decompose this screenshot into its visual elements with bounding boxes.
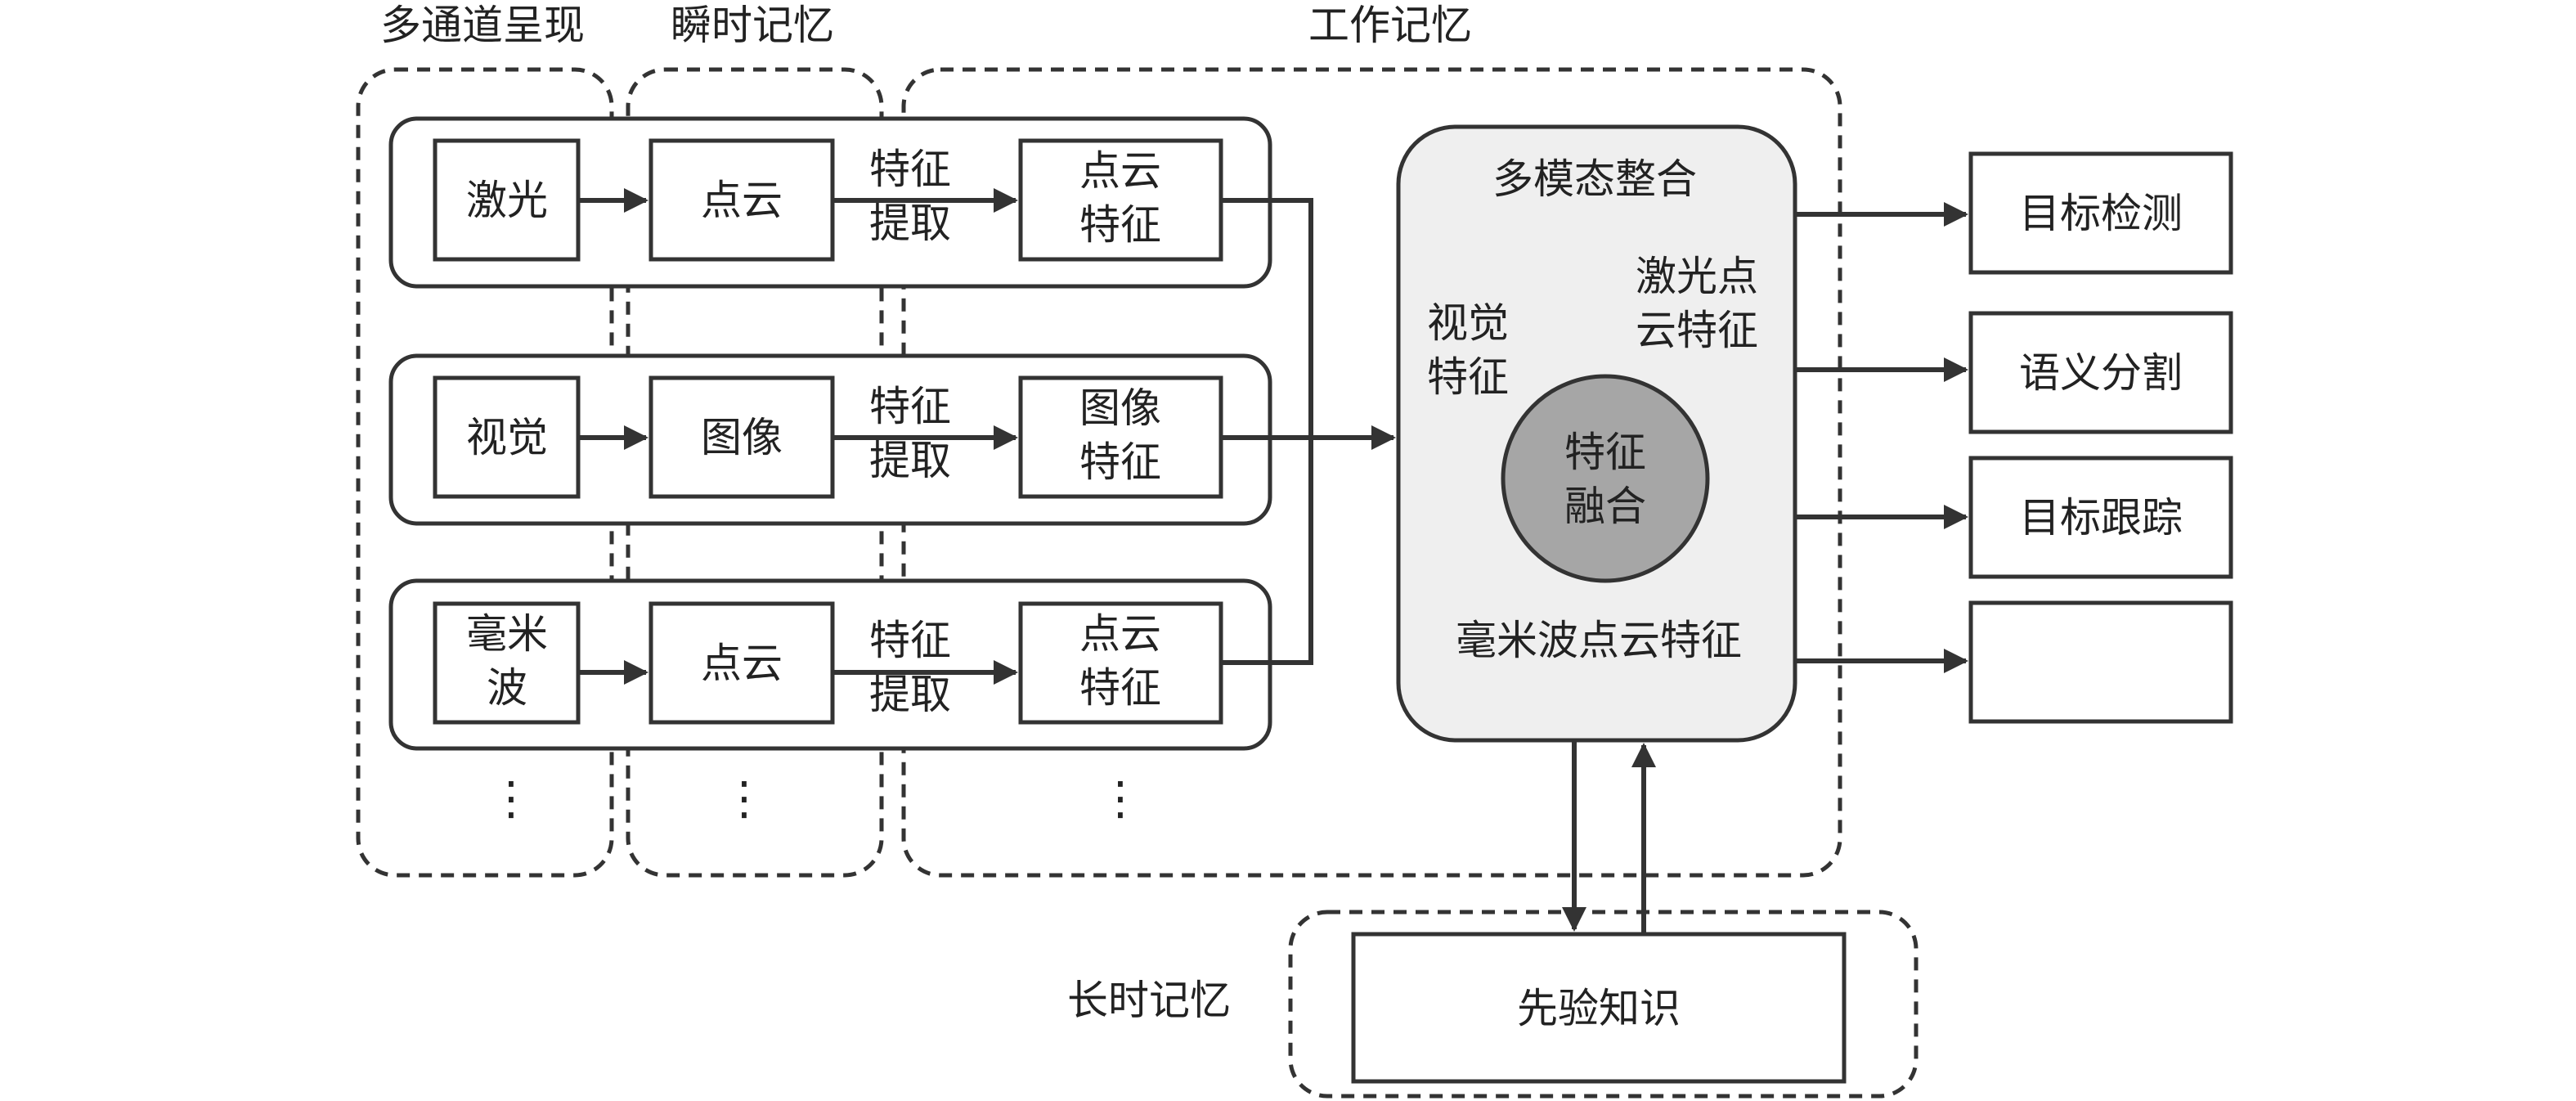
group-label-long-term-memory: 长时记忆 xyxy=(1067,977,1231,1024)
process-label-1b: 提取 xyxy=(869,200,951,247)
ellipsis-features: ⋮ xyxy=(1097,772,1143,825)
sensor-box-vision xyxy=(433,375,581,499)
output-box-object-detection xyxy=(1968,151,2233,275)
fusion-radar-feature: 毫米波点云特征 xyxy=(1456,617,1742,664)
feature-fusion-core xyxy=(1501,374,1710,583)
output-label-object-tracking: 目标跟踪 xyxy=(2019,494,2183,542)
fusion-core-label-a: 特征 xyxy=(1564,429,1646,476)
process-label-2b: 提取 xyxy=(869,437,951,484)
data-box-pointcloud-3 xyxy=(648,601,835,725)
data-box-pointcloud-1 xyxy=(648,138,835,262)
group-label-sensory-memory: 瞬时记忆 xyxy=(671,2,834,49)
data-label-image: 图像 xyxy=(701,414,783,461)
output-label-object-detection: 目标检测 xyxy=(2019,190,2183,237)
sensor-label-radar-b: 波 xyxy=(487,664,527,712)
feature-label-2a: 图像 xyxy=(1079,384,1161,432)
feature-label-1a: 点云 xyxy=(1079,147,1161,195)
sensor-box-lidar xyxy=(433,138,581,262)
ellipsis-data: ⋮ xyxy=(721,772,767,825)
data-box-image xyxy=(648,375,835,499)
feature-label-2b: 特征 xyxy=(1079,438,1161,486)
feature-label-3b: 特征 xyxy=(1079,664,1161,712)
feature-label-1b: 特征 xyxy=(1079,201,1161,249)
connector-feature-3 xyxy=(1221,438,1313,665)
fusion-lidar-feature-a: 激光点 xyxy=(1636,253,1758,300)
process-label-3a: 特征 xyxy=(869,617,951,664)
process-label-3b: 提取 xyxy=(869,671,951,718)
output-box-more xyxy=(1968,600,2233,724)
feature-label-3a: 点云 xyxy=(1079,610,1161,658)
process-label-1a: 特征 xyxy=(869,146,951,193)
prior-knowledge-label: 先验知识 xyxy=(1517,985,1681,1032)
long-term-memory-group xyxy=(1288,910,1919,1099)
group-label-multi-channel: 多通道呈现 xyxy=(380,2,585,49)
sensor-label-lidar: 激光 xyxy=(466,177,548,224)
feature-box-image xyxy=(1018,375,1223,499)
fusion-lidar-feature-b: 云特征 xyxy=(1636,307,1758,354)
feature-box-pointcloud-1 xyxy=(1018,138,1223,262)
connector-feature-1 xyxy=(1221,198,1313,438)
sensor-label-radar-a: 毫米 xyxy=(466,610,548,658)
sensor-label-vision: 视觉 xyxy=(466,414,548,461)
fusion-title: 多模态整合 xyxy=(1492,155,1697,203)
output-box-object-tracking xyxy=(1968,456,2233,579)
output-box-semantic-segmentation xyxy=(1968,311,2233,434)
group-label-working-memory: 工作记忆 xyxy=(1308,2,1472,49)
data-label-pointcloud-3: 点云 xyxy=(701,640,783,687)
fusion-visual-feature-b: 特征 xyxy=(1427,353,1509,401)
sensor-box-radar xyxy=(433,601,581,725)
ellipsis-sensors: ⋮ xyxy=(488,772,534,825)
feature-box-pointcloud-3 xyxy=(1018,601,1223,725)
output-label-semantic-segmentation: 语义分割 xyxy=(2019,349,2183,397)
working-memory-group xyxy=(901,67,1842,878)
fusion-visual-feature-a: 视觉 xyxy=(1427,299,1509,347)
data-label-pointcloud-1: 点云 xyxy=(701,177,783,224)
process-label-2a: 特征 xyxy=(869,383,951,430)
prior-knowledge-box xyxy=(1351,932,1847,1084)
fusion-core-label-b: 融合 xyxy=(1564,483,1646,530)
